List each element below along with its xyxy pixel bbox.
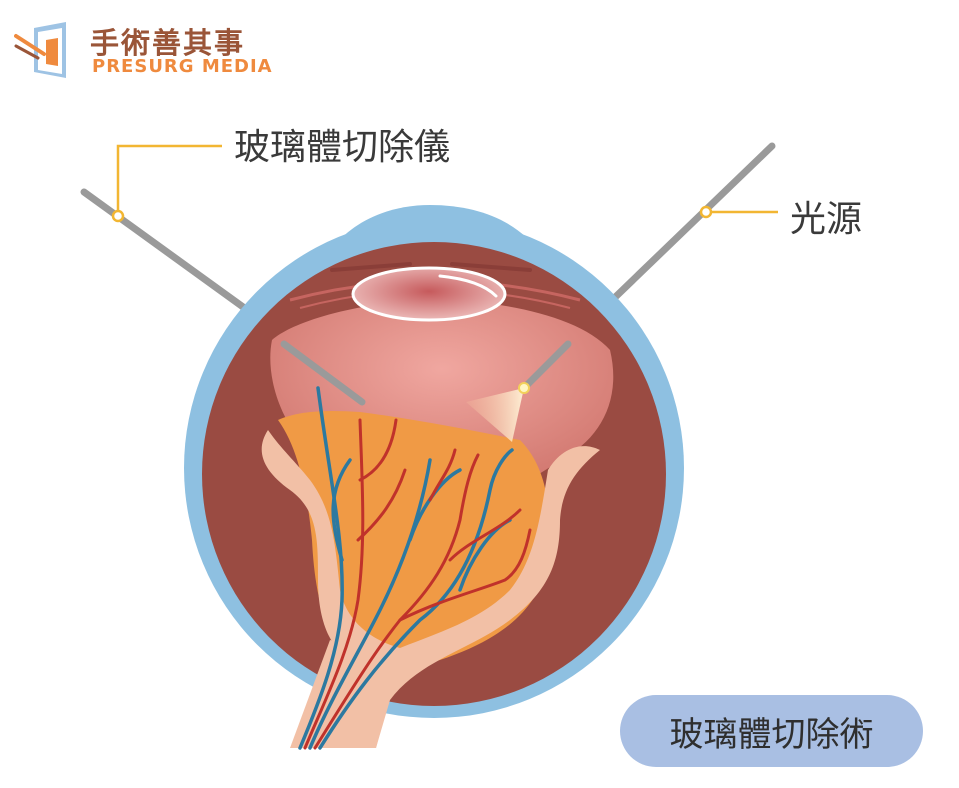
lens bbox=[351, 266, 507, 322]
presurg-logo-icon bbox=[14, 22, 66, 78]
light-pipe-tip bbox=[522, 340, 572, 390]
title-badge: 玻璃體切除術 bbox=[620, 695, 923, 767]
iris-left bbox=[330, 262, 412, 272]
light-glow bbox=[518, 382, 530, 394]
callout-dot-light bbox=[699, 205, 713, 219]
light-beam bbox=[466, 388, 524, 442]
retina bbox=[278, 410, 550, 667]
vitrectomy-probe bbox=[80, 188, 254, 316]
vitrectomy-probe-tip bbox=[280, 340, 366, 406]
label-vitrectomy-instrument: 玻璃體切除儀 bbox=[234, 127, 451, 168]
callout-dot-vitrectomy bbox=[111, 209, 125, 223]
logo-name-cn: 手術善其事 bbox=[90, 26, 246, 60]
callout-vitrectomy bbox=[116, 144, 222, 216]
logo: 手術善其事 PRESURG MEDIA bbox=[14, 18, 272, 82]
label-light-source: 光源 bbox=[790, 199, 863, 240]
light-pipe bbox=[602, 142, 776, 310]
logo-name-en: PRESURG MEDIA bbox=[92, 56, 273, 77]
iris-right bbox=[450, 262, 532, 272]
retinal-arteries bbox=[303, 418, 532, 750]
lens-highlight bbox=[438, 274, 498, 298]
